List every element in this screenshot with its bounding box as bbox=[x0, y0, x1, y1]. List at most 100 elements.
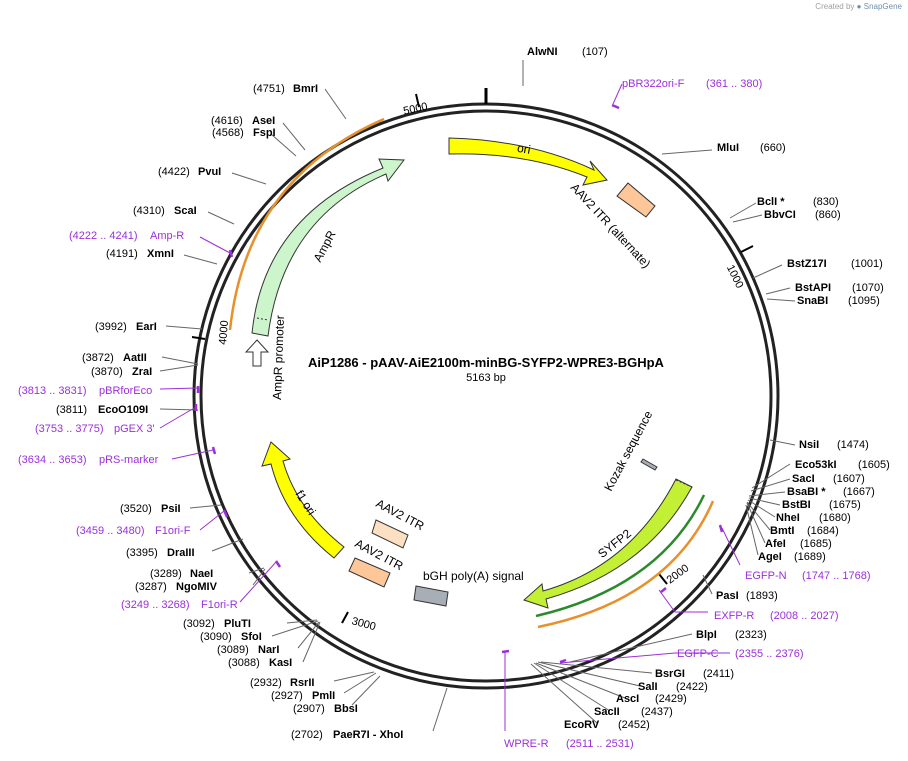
primer-name: Amp-R bbox=[150, 230, 184, 242]
primer-label-f1ori-r[interactable]: (3249 .. 3268)F1ori-R bbox=[121, 599, 238, 611]
site-label-eco53ki[interactable]: Eco53kI(1605) bbox=[795, 459, 890, 471]
site-name: PsiI bbox=[161, 503, 181, 515]
feature-ampr-promoter[interactable]: AmpR promoter bbox=[244, 315, 287, 400]
site-label-bmti[interactable]: BmtI(1684) bbox=[770, 525, 839, 537]
site-label-mlui[interactable]: MluI(660) bbox=[717, 142, 786, 154]
site-pos: (4191) bbox=[106, 248, 138, 260]
site-label-asei[interactable]: (4616)AseI bbox=[211, 115, 275, 127]
site-label-zrai[interactable]: (3870)ZraI bbox=[91, 366, 152, 378]
site-label-afei[interactable]: AfeI(1685) bbox=[765, 538, 832, 550]
site-name: EarI bbox=[136, 321, 157, 333]
primer-label-f1ori-f[interactable]: (3459 .. 3480)F1ori-F bbox=[76, 525, 191, 537]
credit-brand: SnapGene bbox=[863, 2, 902, 11]
site-label-bstapi[interactable]: BstAPI(1070) bbox=[795, 282, 884, 294]
site-label-bsabi[interactable]: BsaBI *(1667) bbox=[787, 486, 875, 498]
plasmid-length: 5163 bp bbox=[466, 372, 506, 384]
site-label-pasi[interactable]: PasI(1893) bbox=[716, 590, 778, 602]
site-name: BbvCI bbox=[764, 209, 796, 221]
site-label-rsrii[interactable]: (2932)RsrII bbox=[250, 677, 314, 689]
site-label-scai[interactable]: (4310)ScaI bbox=[133, 205, 197, 217]
primer-label-exfp-r[interactable]: EXFP-R(2008 .. 2027) bbox=[714, 610, 839, 622]
site-label-bmri[interactable]: (4751)BmrI bbox=[253, 83, 318, 95]
feature-label-bgh-polya: bGH poly(A) signal bbox=[423, 569, 524, 583]
site-label-bbsi[interactable]: (2907)BbsI bbox=[293, 703, 358, 715]
primer-label-egfp-n[interactable]: EGFP-N(1747 .. 1768) bbox=[745, 570, 871, 582]
site-label-kasi[interactable]: (3088)KasI bbox=[228, 657, 292, 669]
feature-bgh-polya[interactable]: bGH poly(A) signal bbox=[413, 569, 524, 607]
primer-name: pBRforEco bbox=[99, 385, 152, 397]
site-label-bstz17i[interactable]: BstZ17I(1001) bbox=[787, 258, 883, 270]
site-label-aatii[interactable]: (3872)AatII bbox=[82, 352, 147, 364]
site-pos: (3870) bbox=[91, 366, 123, 378]
site-name: SacI bbox=[792, 473, 815, 485]
site-label-pluti[interactable]: (3092)PluTI bbox=[183, 618, 251, 630]
site-name: ScaI bbox=[174, 205, 197, 217]
tick-label-1000: 1000 bbox=[724, 263, 746, 290]
feature-ori[interactable]: ori bbox=[448, 137, 608, 186]
feature-syfp2[interactable]: SYFP2 bbox=[523, 478, 693, 609]
site-label-alwni[interactable]: AlwNI(107) bbox=[527, 46, 608, 58]
site-pos: (1607) bbox=[833, 473, 865, 485]
site-label-snabi[interactable]: SnaBI(1095) bbox=[797, 295, 880, 307]
site-label-psii[interactable]: (3520)PsiI bbox=[120, 503, 181, 515]
site-label-sacii[interactable]: SacII(2437) bbox=[594, 706, 673, 718]
primer-range: (2511 .. 2531) bbox=[566, 738, 634, 750]
site-label-sfoi[interactable]: (3090)SfoI bbox=[200, 631, 262, 643]
site-label-sali[interactable]: SalI(2422) bbox=[638, 681, 708, 693]
site-label-ecorv[interactable]: EcoRV(2452) bbox=[564, 719, 650, 731]
site-pos: (660) bbox=[760, 142, 786, 154]
site-label-paer7i-xhoi[interactable]: (2702)PaeR7I - XhoI bbox=[291, 729, 403, 741]
feature-f1-ori[interactable]: f1 ori bbox=[261, 441, 345, 559]
site-label-eari[interactable]: (3992) EarI bbox=[95, 321, 157, 333]
site-pos: (2437) bbox=[641, 706, 673, 718]
tick-label-5000: 5000 bbox=[402, 101, 428, 118]
site-label-nari[interactable]: (3089)NarI bbox=[217, 644, 279, 656]
feature-ampr[interactable]: AmpR bbox=[251, 158, 405, 337]
site-name: BstAPI bbox=[795, 282, 831, 294]
feature-aav2-itr-1[interactable]: AAV2 ITR bbox=[371, 496, 427, 549]
site-label-pmli[interactable]: (2927)PmlI bbox=[271, 690, 335, 702]
site-label-bsrgi[interactable]: BsrGI(2411) bbox=[655, 668, 734, 680]
site-label-bstbi[interactable]: BstBI(1675) bbox=[782, 499, 861, 511]
primer-label-prs-marker[interactable]: (3634 .. 3653)pRS-marker bbox=[18, 454, 159, 466]
primer-label-pbr322ori-f[interactable]: pBR322ori-F(361 .. 380) bbox=[622, 78, 762, 90]
primer-range: (2008 .. 2027) bbox=[770, 610, 839, 622]
site-name: BclI * bbox=[757, 196, 785, 208]
site-label-blpi[interactable]: BlpI(2323) bbox=[696, 629, 767, 641]
exfp-track bbox=[537, 500, 715, 629]
site-name: AfeI bbox=[765, 538, 786, 550]
site-pos: (3992) bbox=[95, 321, 127, 333]
site-label-xmni[interactable]: (4191)XmnI bbox=[106, 248, 174, 260]
tick-label-3000: 3000 bbox=[350, 615, 377, 633]
primer-name: pBR322ori-F bbox=[622, 78, 685, 90]
site-label-fspi[interactable]: (4568)FspI bbox=[212, 127, 276, 139]
primer-label-egfp-c[interactable]: EGFP-C(2355 .. 2376) bbox=[677, 648, 804, 660]
site-label-nsii[interactable]: NsiI(1474) bbox=[799, 439, 869, 451]
site-label-draiii[interactable]: (3395)DraIII bbox=[126, 547, 195, 559]
primer-label-amp-r[interactable]: (4222 .. 4241)Amp-R bbox=[69, 230, 184, 242]
site-label-bbvci[interactable]: BbvCI(860) bbox=[764, 209, 841, 221]
site-label-saci[interactable]: SacI (1607) bbox=[792, 473, 865, 485]
site-label-bcli[interactable]: BclI * (830) bbox=[757, 196, 839, 208]
site-label-naei[interactable]: (3289)NaeI bbox=[150, 568, 213, 580]
primer-label-pgex3[interactable]: (3753 .. 3775)pGEX 3' bbox=[35, 423, 155, 435]
site-pos: (4568) bbox=[212, 127, 244, 139]
primer-name: F1ori-R bbox=[201, 599, 238, 611]
primer-label-pbrforeco[interactable]: (3813 .. 3831)pBRforEco bbox=[18, 385, 152, 397]
primer-range: (2355 .. 2376) bbox=[735, 648, 804, 660]
site-pos: (4422) bbox=[158, 166, 190, 178]
primer-label-wpre-r[interactable]: WPRE-R(2511 .. 2531) bbox=[504, 738, 634, 750]
feature-aav2-itr-alternate[interactable]: AAV2 ITR (alternate) bbox=[568, 180, 656, 271]
site-pos: (3090) bbox=[200, 631, 232, 643]
site-label-ngomiv[interactable]: (3287)NgoMIV bbox=[135, 581, 218, 593]
primer-name: pGEX 3' bbox=[114, 423, 155, 435]
site-label-pvui[interactable]: (4422)PvuI bbox=[158, 166, 221, 178]
site-pos: (830) bbox=[813, 196, 839, 208]
feature-kozak-sequence[interactable]: Kozak sequence bbox=[601, 408, 658, 493]
site-name: PluTI bbox=[224, 618, 251, 630]
site-label-nhei[interactable]: NheI(1680) bbox=[776, 512, 851, 524]
site-label-agei[interactable]: AgeI(1689) bbox=[758, 551, 826, 563]
site-label-asci[interactable]: AscI(2429) bbox=[616, 693, 687, 705]
site-label-eco0109i[interactable]: (3811)EcoO109I bbox=[56, 404, 148, 416]
